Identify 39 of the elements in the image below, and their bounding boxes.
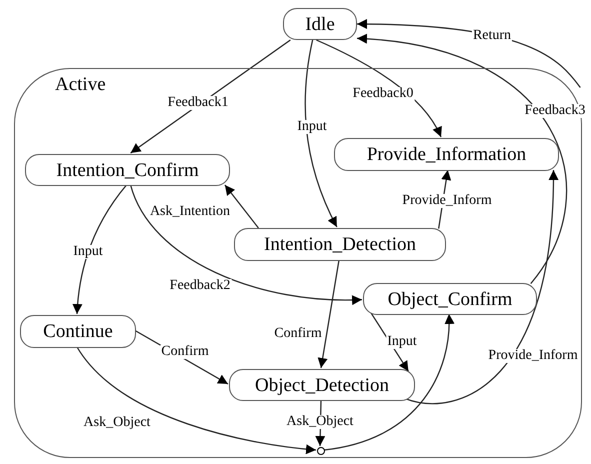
edge-label: Input	[296, 120, 328, 134]
edge-label: Return	[472, 29, 512, 43]
edge-label: Feedback0	[352, 87, 414, 101]
edge-label: Provide_Inform	[401, 194, 493, 208]
transition-arrow	[318, 260, 340, 368]
state-name: Idle	[305, 14, 335, 34]
transition-arrow	[224, 184, 259, 228]
state-box	[20, 315, 136, 348]
transition-arrow	[130, 184, 362, 305]
state-box	[25, 154, 230, 186]
state-box	[229, 369, 415, 401]
state-name: Provide_Information	[366, 145, 526, 164]
edge-label: Feedback1	[166, 96, 230, 110]
region-title: Active	[55, 75, 106, 94]
state-box	[363, 283, 537, 315]
transition-arrow	[130, 40, 291, 154]
state-name: Intention_Detection	[264, 235, 416, 254]
transition-arrow	[404, 170, 558, 404]
transition-arrow	[324, 314, 454, 451]
edge-label: Ask_Object	[82, 416, 152, 430]
transition-arrow	[304, 40, 338, 228]
transition-arrow	[72, 184, 127, 314]
transition-arrow	[356, 34, 567, 284]
edge-label: Input	[386, 335, 418, 349]
state-box	[283, 8, 357, 40]
edge-label: Provide_Inform	[487, 349, 579, 363]
edge-label: Input	[72, 245, 104, 259]
edge-label: Ask_Object	[286, 415, 354, 429]
state-name: Continue	[43, 322, 113, 341]
edge-label: Confirm	[160, 345, 210, 359]
state-box	[334, 138, 559, 171]
transition-arrow	[76, 346, 316, 454]
state-name: Object_Detection	[254, 376, 389, 394]
state-box	[234, 228, 446, 261]
transition-arrow	[316, 39, 442, 138]
edge-label: Ask_Intention	[148, 205, 232, 219]
edge-label: Feedback3	[524, 104, 586, 118]
state-name: Intention_Confirm	[56, 160, 199, 180]
state-name: Object_Confirm	[388, 290, 512, 308]
